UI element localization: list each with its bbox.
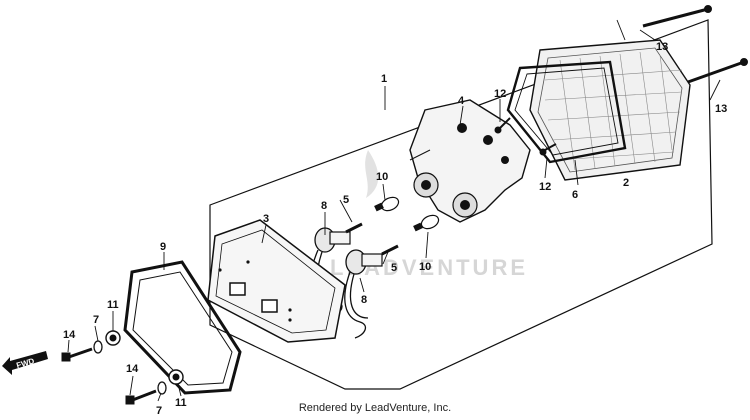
callout-13b: 13 bbox=[715, 103, 727, 115]
base-screws bbox=[494, 117, 557, 156]
forward-arrow-icon: FWD bbox=[2, 351, 48, 375]
callout-10a: 10 bbox=[376, 171, 388, 183]
callout-11a: 11 bbox=[107, 299, 119, 311]
callout-12a: 12 bbox=[494, 88, 506, 100]
callout-5a: 5 bbox=[343, 194, 349, 206]
callout-12b: 12 bbox=[539, 181, 551, 193]
callout-6: 6 bbox=[572, 189, 578, 201]
footer-credit: Rendered by LeadVenture, Inc. bbox=[298, 402, 452, 414]
tail-lens bbox=[529, 39, 691, 181]
assembly-outline bbox=[209, 19, 713, 390]
leader-lines bbox=[67, 19, 721, 402]
callout-14a: 14 bbox=[63, 329, 76, 341]
callouts: 1 2 3 4 5 5 6 7 7 8 8 9 10 10 11 11 12 1… bbox=[63, 41, 727, 417]
socket-grommets bbox=[345, 222, 399, 256]
callout-8a: 8 bbox=[321, 200, 327, 212]
callout-13a: 13 bbox=[656, 41, 668, 53]
callout-5b: 5 bbox=[391, 262, 397, 274]
callout-3: 3 bbox=[263, 213, 269, 225]
callout-14b: 14 bbox=[126, 363, 139, 375]
callout-9: 9 bbox=[160, 241, 166, 253]
callout-7b: 7 bbox=[156, 405, 162, 417]
long-screws bbox=[642, 5, 748, 84]
lamp-base bbox=[409, 99, 531, 223]
callout-2: 2 bbox=[623, 177, 629, 189]
fasteners bbox=[61, 330, 184, 405]
fwd-label: FWD bbox=[15, 356, 35, 370]
outer-rim bbox=[123, 260, 242, 395]
callout-4: 4 bbox=[458, 95, 465, 107]
callout-1: 1 bbox=[381, 73, 387, 85]
bulbs bbox=[374, 196, 440, 232]
callout-10b: 10 bbox=[419, 261, 431, 273]
callout-8b: 8 bbox=[361, 294, 367, 306]
bulb-sockets bbox=[310, 227, 383, 339]
callout-11b: 11 bbox=[175, 397, 187, 409]
lens-gasket bbox=[506, 60, 627, 164]
callout-7a: 7 bbox=[93, 314, 99, 326]
